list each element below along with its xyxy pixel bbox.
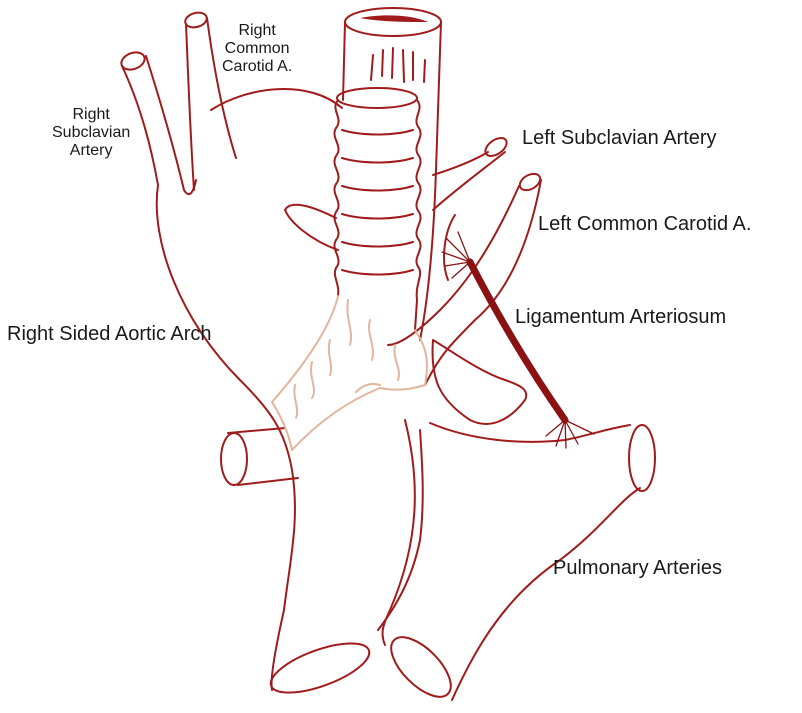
label-right-common-carotid-line1: Right (222, 22, 292, 40)
label-left-common-carotid: Left Common Carotid A. (538, 213, 751, 235)
descending-aorta (265, 420, 415, 703)
label-right-subclavian-line3: Artery (52, 142, 130, 160)
label-left-subclavian-artery: Left Subclavian Artery (522, 127, 717, 149)
label-right-sided-aortic-arch: Right Sided Aortic Arch (7, 323, 212, 345)
label-pulmonary-arteries: Pulmonary Arteries (553, 557, 722, 579)
label-right-common-carotid-line2: Common (222, 40, 292, 58)
label-right-subclavian-line2: Subclavian (52, 124, 130, 142)
label-right-subclavian-line1: Right (52, 106, 130, 124)
label-right-subclavian: Right Subclavian Artery (52, 106, 130, 160)
label-right-common-carotid: Right Common Carotid A. (222, 22, 292, 76)
label-right-common-carotid-line3: Carotid A. (222, 58, 292, 76)
label-ligamentum-arteriosum: Ligamentum Arteriosum (515, 306, 726, 328)
esophagus (343, 8, 441, 340)
left-branches (388, 134, 543, 424)
right-pulmonary-artery (221, 428, 298, 485)
tracheal-bifurcation (272, 296, 427, 450)
aortic-arch-body (157, 89, 342, 610)
trachea (334, 88, 420, 330)
